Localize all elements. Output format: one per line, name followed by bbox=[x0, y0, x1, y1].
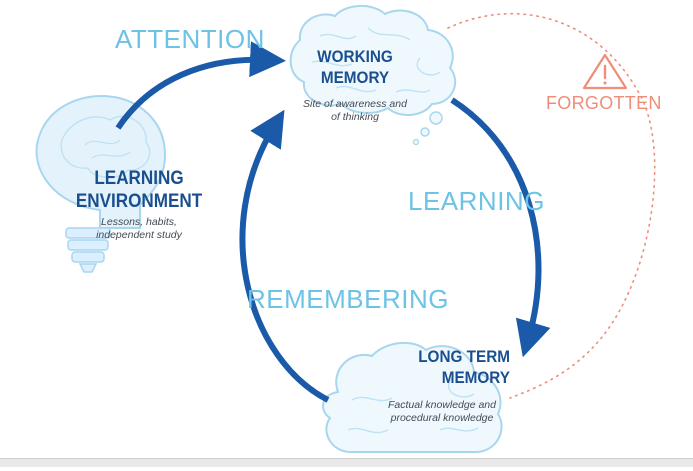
working-memory-title-line: MEMORY bbox=[320, 68, 390, 87]
working-memory-title: WORKING MEMORY bbox=[306, 46, 405, 88]
lightbulb-icon bbox=[35, 94, 167, 273]
long-term-memory-description-line: Factual knowledge and bbox=[388, 399, 496, 411]
remembering-arrow bbox=[239, 109, 330, 403]
learning-environment-title: LEARNING ENVIRONMENT bbox=[64, 167, 213, 213]
attention-label: ATTENTION bbox=[115, 24, 265, 54]
learning-arrow bbox=[450, 97, 551, 358]
learning-environment-title-line: ENVIRONMENT bbox=[75, 191, 203, 212]
bottom-edge-bar bbox=[0, 458, 693, 467]
forgotten-label: FORGOTTEN bbox=[546, 93, 662, 113]
long-term-memory-node: LONG TERM MEMORY bbox=[360, 346, 510, 388]
remembering-label: REMEMBERING bbox=[247, 284, 449, 314]
working-memory-node: WORKING MEMORY bbox=[300, 46, 410, 88]
long-term-memory-title-line: MEMORY bbox=[441, 368, 510, 387]
warning-icon bbox=[582, 53, 628, 90]
working-memory-description-line: Site of awareness and bbox=[303, 98, 407, 110]
learning-environment-description-line: Lessons, habits, bbox=[101, 216, 177, 228]
attention-arrow bbox=[115, 41, 286, 130]
long-term-memory-title: LONG TERM MEMORY bbox=[375, 346, 510, 388]
brain-icon bbox=[322, 341, 503, 453]
learning-environment-node: LEARNING ENVIRONMENT bbox=[56, 167, 222, 213]
working-memory-description: Site of awareness and of thinking bbox=[289, 98, 421, 124]
working-memory-title-line: WORKING bbox=[317, 47, 393, 66]
learning-environment-title-line: LEARNING bbox=[94, 168, 184, 189]
forgotten-path bbox=[447, 13, 656, 399]
brain-icon bbox=[289, 5, 457, 146]
long-term-memory-description: Factual knowledge and procedural knowled… bbox=[376, 399, 508, 425]
learning-environment-description-line: independent study bbox=[96, 229, 182, 241]
long-term-memory-description-line: procedural knowledge bbox=[390, 412, 494, 424]
long-term-memory-title-line: LONG TERM bbox=[418, 347, 510, 366]
working-memory-description-line: of thinking bbox=[331, 111, 379, 123]
learning-label: LEARNING bbox=[408, 186, 545, 216]
learning-environment-description: Lessons, habits, independent study bbox=[74, 216, 204, 242]
